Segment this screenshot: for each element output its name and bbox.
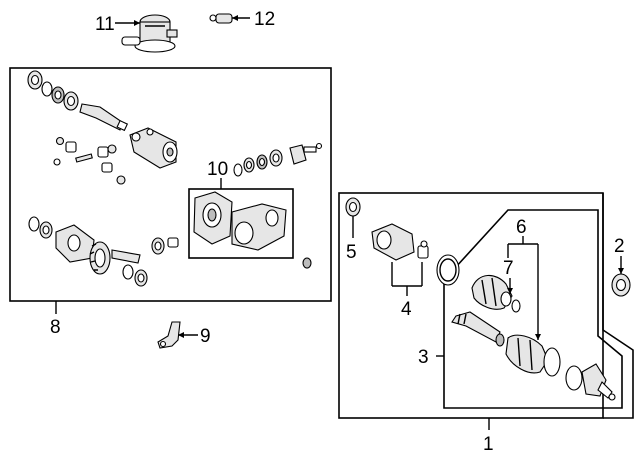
pinion-bearings-seals[interactable] xyxy=(27,70,79,111)
leader-12 xyxy=(232,15,250,21)
leader-9 xyxy=(178,332,198,338)
callout-10: 10 xyxy=(207,159,228,180)
axle-shaft[interactable] xyxy=(451,311,505,347)
callout-4: 4 xyxy=(401,299,412,320)
pinion-shaft[interactable] xyxy=(79,103,129,132)
part-4-inner-joint[interactable] xyxy=(371,223,429,261)
drive-pinion-bearings[interactable] xyxy=(111,237,312,287)
outer-boot[interactable] xyxy=(505,334,583,391)
callout-1: 1 xyxy=(483,434,494,455)
callout-5: 5 xyxy=(346,242,357,263)
part-9-bracket[interactable] xyxy=(157,321,181,349)
callout-9: 9 xyxy=(200,326,211,347)
part-5-seal[interactable] xyxy=(345,197,361,217)
callout-2: 2 xyxy=(614,236,625,257)
leader-4 xyxy=(391,262,423,296)
leader-2 xyxy=(618,256,624,274)
callout-3: 3 xyxy=(418,347,429,368)
assembly-box-3-outline xyxy=(602,193,634,419)
assembly-box-1 xyxy=(338,192,604,419)
callout-6: 6 xyxy=(516,217,527,238)
assembly-box-8 xyxy=(9,67,332,302)
leader-6 xyxy=(507,236,541,340)
part-2-seal[interactable] xyxy=(611,273,631,297)
callout-12: 12 xyxy=(254,9,275,30)
callout-8: 8 xyxy=(50,317,61,338)
assembly-box-10 xyxy=(188,188,294,259)
outer-cv-joint[interactable] xyxy=(581,363,616,401)
ring-gear[interactable] xyxy=(89,241,111,275)
callout-11: 11 xyxy=(95,14,115,35)
part-12-connector[interactable] xyxy=(209,13,233,24)
companion-flange[interactable] xyxy=(129,127,178,169)
leader-11 xyxy=(115,20,140,26)
callout-7: 7 xyxy=(503,258,514,279)
differential-case[interactable] xyxy=(28,216,95,263)
snap-ring[interactable] xyxy=(436,254,460,286)
side-bearings-and-flange[interactable] xyxy=(233,142,323,177)
spider-gears-and-pins[interactable] xyxy=(53,136,126,185)
part-11-actuator[interactable] xyxy=(121,14,178,53)
part-10-carrier-housing[interactable] xyxy=(193,191,287,251)
part-7-boot[interactable] xyxy=(471,274,521,313)
leader-7 xyxy=(507,278,513,294)
